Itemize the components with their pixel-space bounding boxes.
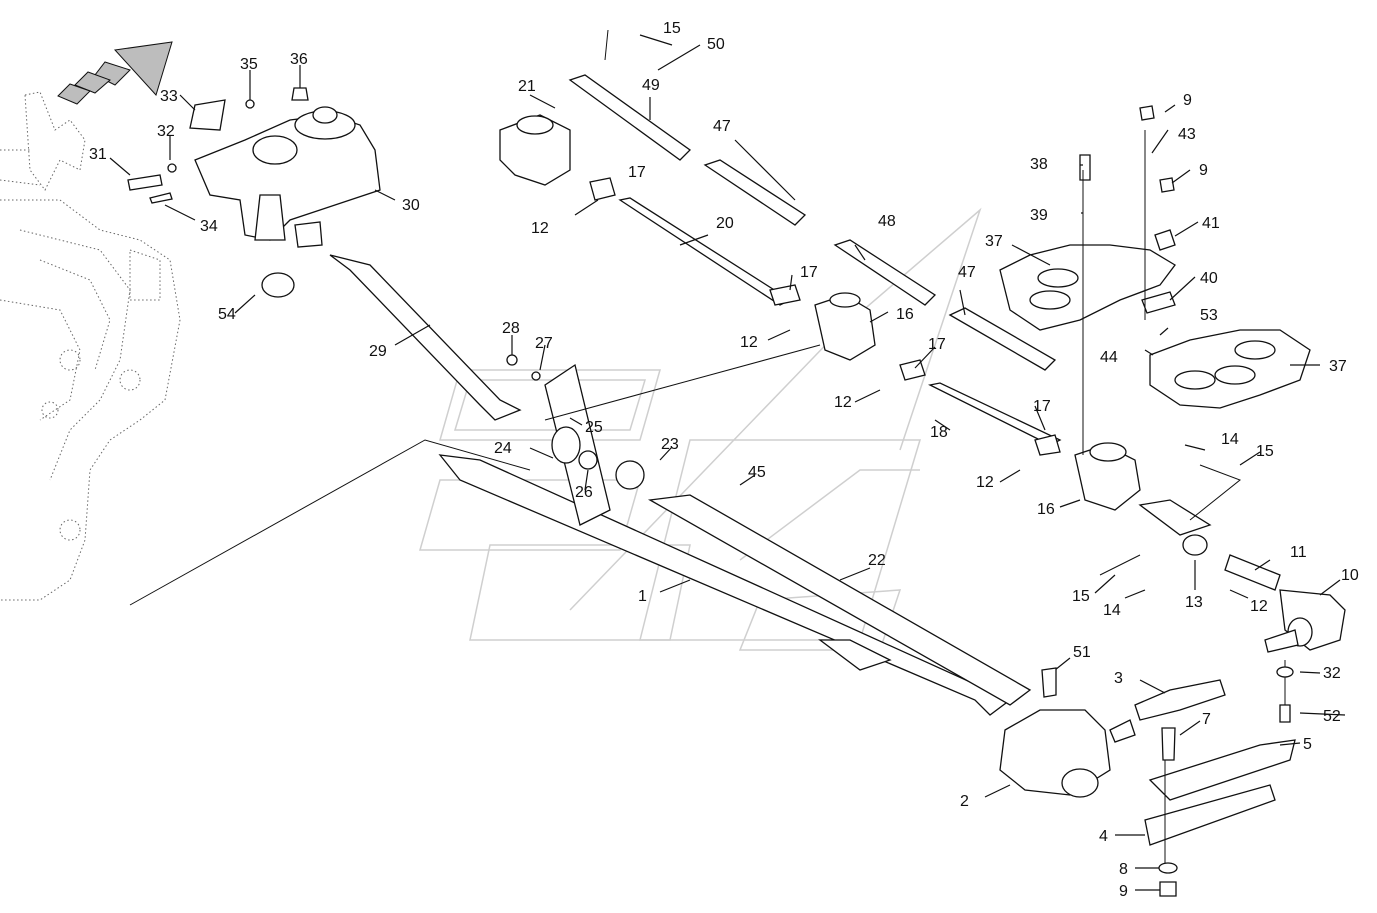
- hardware-bottom: [1041, 666, 1294, 897]
- leader-lines: [109, 29, 1346, 891]
- part-label: 9: [1183, 92, 1192, 109]
- gearbox-16-lower: [1074, 442, 1141, 511]
- gearbox-2: [999, 709, 1136, 798]
- part-label: 15: [1256, 443, 1274, 460]
- part-label: 12: [834, 394, 852, 411]
- part-label: 32: [157, 123, 175, 140]
- part-label: 37: [985, 233, 1003, 250]
- part-label: 28: [502, 320, 520, 337]
- part-label: 13: [1185, 594, 1203, 611]
- part-label: 53: [1200, 307, 1218, 324]
- part-label: 22: [868, 552, 886, 569]
- part-label: 52: [1323, 708, 1341, 725]
- guard-5: [1148, 739, 1296, 801]
- part-label: 47: [713, 118, 731, 135]
- part-label: 35: [240, 56, 258, 73]
- part-label: 26: [575, 484, 593, 501]
- gearbox-21: [499, 114, 571, 186]
- part-label: 25: [585, 419, 603, 436]
- gearbox-30: [194, 106, 381, 248]
- part-label: 17: [628, 164, 646, 181]
- part-label: 18: [930, 424, 948, 441]
- part-label: 29: [369, 343, 387, 360]
- part-label: 12: [976, 474, 994, 491]
- part-label: 31: [89, 146, 107, 163]
- part-label: 12: [740, 334, 758, 351]
- part-label: 40: [1200, 270, 1218, 287]
- gearbox-hardware: [127, 87, 309, 298]
- part-label: 51: [1073, 644, 1091, 661]
- part-label: 54: [218, 306, 236, 323]
- part-label: 27: [535, 335, 553, 352]
- gasket-plate-24: [506, 354, 645, 526]
- part-label: 36: [290, 51, 308, 68]
- guard-3: [1134, 679, 1226, 721]
- part-label: 16: [1037, 501, 1055, 518]
- part-label: 17: [800, 264, 818, 281]
- gearbox-16-upper: [814, 292, 876, 361]
- part-label: 17: [1033, 398, 1051, 415]
- part-label: 3: [1114, 670, 1123, 687]
- part-label: 15: [663, 20, 681, 37]
- part-label: 15: [1072, 588, 1090, 605]
- part-label: 14: [1221, 431, 1239, 448]
- part-label: 47: [958, 264, 976, 281]
- part-label: 50: [707, 36, 725, 53]
- tubes: [568, 74, 1057, 371]
- part-label: 20: [716, 215, 734, 232]
- knife-disc-37-upper: [999, 244, 1176, 331]
- part-label: 49: [642, 77, 660, 94]
- part-label: 2: [960, 793, 969, 810]
- part-label: 12: [531, 220, 549, 237]
- gearbox-10-assembly: [1138, 499, 1346, 653]
- part-label: 17: [928, 336, 946, 353]
- shaft-20: [589, 177, 801, 306]
- part-label: 37: [1329, 358, 1347, 375]
- machine-frame: [0, 91, 181, 601]
- part-label: 45: [748, 464, 766, 481]
- part-label: 10: [1341, 567, 1359, 584]
- part-label: 1: [638, 588, 647, 605]
- part-labels: 15 50 49 21 47 17 20 12 9 43 38 9 39 41 …: [89, 20, 1359, 900]
- part-label: 16: [896, 306, 914, 323]
- drive-shaft-29: [329, 254, 522, 421]
- part-label: 43: [1178, 126, 1196, 143]
- plates-40-41: [1079, 105, 1176, 314]
- part-label: 24: [494, 440, 512, 457]
- part-label: 8: [1119, 861, 1128, 878]
- guard-4: [1144, 784, 1276, 846]
- part-label: 4: [1099, 828, 1108, 845]
- part-label: 38: [1030, 156, 1048, 173]
- part-label: 34: [200, 218, 218, 235]
- shaft-18: [899, 359, 1062, 456]
- part-label: 7: [1202, 711, 1211, 728]
- part-label: 5: [1303, 736, 1312, 753]
- part-label: 39: [1030, 207, 1048, 224]
- part-label: 23: [661, 436, 679, 453]
- part-label: 32: [1323, 665, 1341, 682]
- part-label: 41: [1202, 215, 1220, 232]
- part-label: 44: [1100, 349, 1118, 366]
- part-label: 30: [402, 197, 420, 214]
- part-label: 9: [1119, 883, 1128, 900]
- part-label: 11: [1290, 544, 1307, 561]
- part-label: 9: [1199, 162, 1208, 179]
- part-label: 33: [160, 88, 178, 105]
- drive-shaft-1: [438, 454, 1032, 716]
- part-label: 21: [518, 78, 536, 95]
- part-label: 12: [1250, 598, 1268, 615]
- part-label: 48: [878, 213, 896, 230]
- knife-disc-37-lower: [1149, 329, 1311, 409]
- direction-arrow-icon: [57, 41, 173, 105]
- part-label: 14: [1103, 602, 1121, 619]
